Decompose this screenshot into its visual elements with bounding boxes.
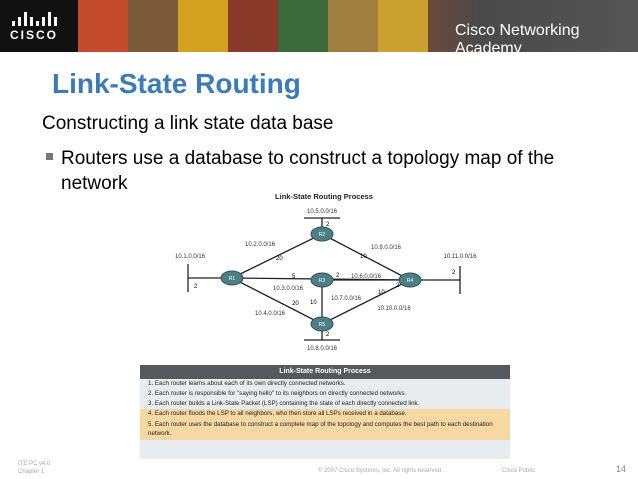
cost-label: 20 — [276, 256, 283, 262]
cost-label: 2 — [336, 273, 340, 279]
cost-label: 2 — [326, 332, 330, 338]
process-step: 2. Each router is responsible for "sayin… — [148, 390, 407, 397]
process-table-title: Link-State Routing Process — [140, 365, 510, 379]
svg-text:R3: R3 — [319, 278, 326, 284]
footer-course-name: ITE PC v4.0 — [18, 461, 51, 467]
net-label-10-5: 10.5.0.0/16 — [307, 209, 338, 215]
router-r3: R3 — [310, 272, 334, 288]
cost-label: 5 — [292, 274, 296, 280]
banner-photo — [128, 0, 178, 52]
svg-text:R1: R1 — [229, 276, 236, 282]
cost-label: 2 — [326, 222, 330, 228]
cost-label: 10 — [360, 254, 367, 260]
cisco-logo: CISCO — [0, 0, 78, 52]
router-r1: R1 — [220, 270, 244, 286]
page-number: 14 — [616, 464, 627, 474]
cost-label: 20 — [292, 301, 299, 307]
cost-label: 10 — [310, 300, 317, 306]
banner-photo-strip — [78, 0, 478, 52]
net-label-10-9: 10.9.0.0/16 — [371, 245, 402, 251]
net-label-10-2: 10.2.0.0/16 — [245, 242, 276, 248]
academy-title: Cisco Networking Academy — [455, 22, 580, 52]
slide-title: Link-State Routing — [52, 68, 301, 99]
banner-photo — [378, 0, 428, 52]
header-banner: CISCO Cisco Networking Academy — [0, 0, 638, 52]
cost-label: 2 — [452, 270, 456, 276]
footer-copyright: © 2007 Cisco Systems, Inc. All rights re… — [318, 468, 443, 474]
svg-text:R5: R5 — [319, 322, 326, 328]
net-label-10-3: 10.3.0.0/16 — [273, 286, 304, 292]
net-label-10-10: 10.10.0.0/16 — [377, 306, 411, 312]
svg-text:R4: R4 — [407, 278, 414, 284]
banner-photo — [78, 0, 128, 52]
bullet-icon — [46, 153, 53, 160]
slide-subtitle: Constructing a link state data base — [42, 113, 334, 134]
process-table: Link-State Routing Process 1. Each route… — [140, 365, 510, 459]
net-label-10-8: 10.8.0.0/16 — [307, 346, 338, 352]
router-r4: R4 — [398, 272, 422, 288]
cisco-logo-text: CISCO — [10, 28, 59, 42]
process-step: 3. Each router builds a Link-State Packe… — [148, 400, 420, 407]
banner-photo — [228, 0, 278, 52]
process-step: 5. Each router uses the database to cons… — [140, 419, 510, 440]
banner-photo — [278, 0, 328, 52]
link-state-diagram: Link-State Routing Process R1 R2 R3 R4 — [175, 192, 478, 352]
cost-label: 10 — [378, 290, 385, 296]
cost-label: 2 — [396, 283, 400, 289]
cisco-bars-icon — [12, 10, 60, 26]
footer-course: ITE PC v4.0 Chapter 1 — [18, 460, 50, 476]
net-label-10-7: 10.7.0.0/16 — [331, 296, 362, 302]
svg-text:R2: R2 — [319, 232, 326, 238]
net-label-10-1: 10.1.0.0/16 — [175, 254, 206, 260]
footer-classification: Cisco Public — [502, 468, 536, 474]
banner-photo — [328, 0, 378, 52]
net-label-10-6: 10.6.0.0/16 — [351, 274, 382, 280]
net-label-10-11: 10.11.0.0/16 — [444, 254, 478, 260]
footer-chapter: Chapter 1 — [18, 469, 45, 475]
router-r2: R2 — [310, 226, 334, 242]
net-label-10-4: 10.4.0.0/16 — [255, 311, 286, 317]
cost-label: 2 — [194, 284, 198, 290]
banner-photo — [178, 0, 228, 52]
process-step: 1. Each router learns about each of its … — [148, 380, 346, 387]
router-r5: R5 — [310, 316, 334, 332]
diagram-title: Link-State Routing Process — [275, 192, 373, 201]
process-step: 4. Each router floods the LSP to all nei… — [140, 409, 510, 419]
bullet-text: Routers use a database to construct a to… — [61, 148, 555, 194]
